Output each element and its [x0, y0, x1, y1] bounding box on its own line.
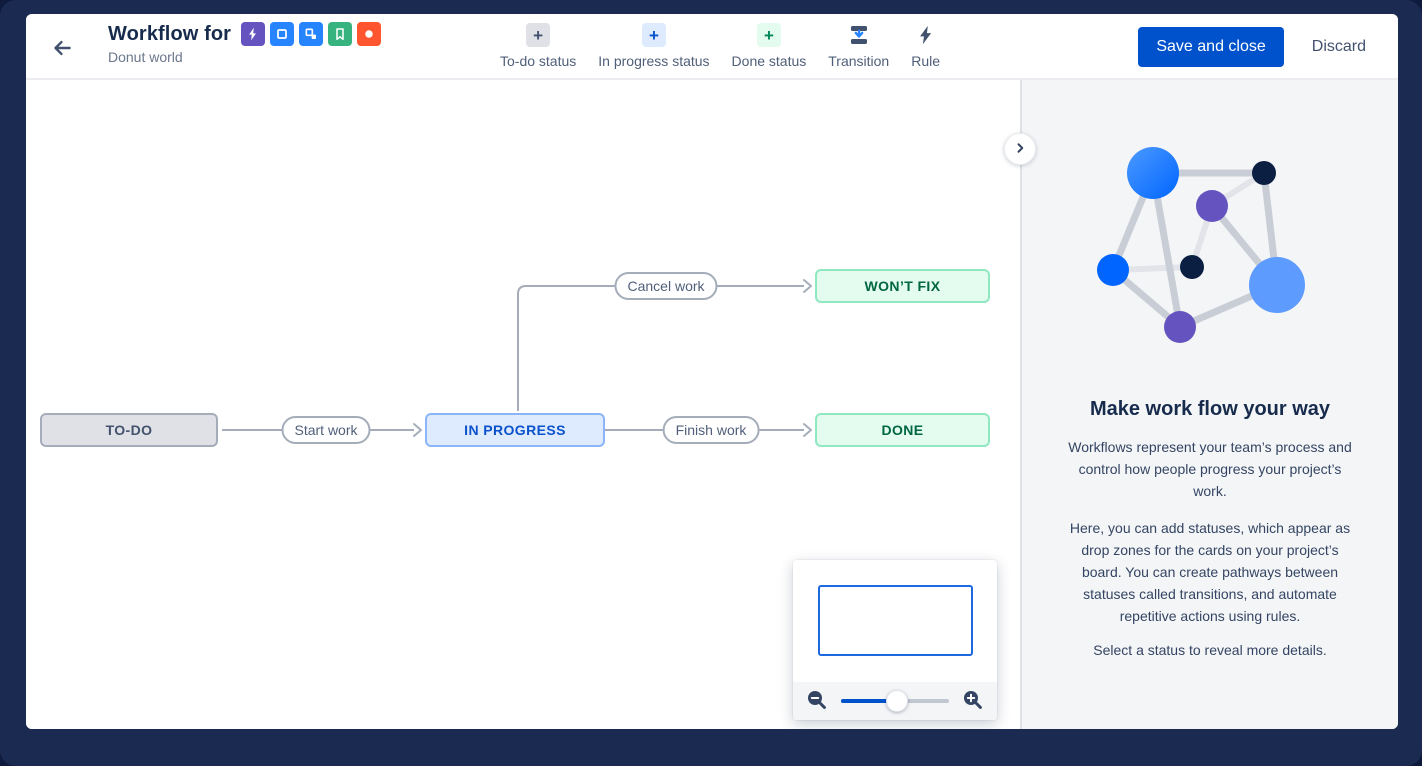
tool-label: Rule [911, 53, 941, 69]
minimap-viewport[interactable] [818, 585, 973, 656]
add-todo-status-button[interactable]: + To-do status [500, 23, 576, 69]
zoom-in-button[interactable] [962, 689, 984, 714]
filled-circle-icon [357, 22, 382, 46]
magnifier-plus-icon [962, 689, 984, 714]
plus-icon: + [641, 23, 666, 47]
panel-heading: Make work flow your way [1089, 398, 1331, 420]
zoom-slider-thumb[interactable] [886, 690, 909, 712]
add-done-status-button[interactable]: + Done status [731, 23, 807, 69]
zoom-controls [793, 682, 997, 720]
transition-label-finish-work[interactable]: Finish work [662, 416, 760, 444]
plus-icon: + [526, 23, 551, 47]
save-and-close-button[interactable]: Save and close [1138, 27, 1284, 67]
subtasks-icon [299, 22, 324, 46]
panel-paragraph-3: Select a status to reveal more details. [1093, 642, 1327, 658]
info-panel: Make work flow your way Workflows repres… [1020, 80, 1398, 729]
tool-label: Done status [731, 53, 807, 69]
transition-icon [847, 23, 871, 47]
title-block: Workflow for [108, 22, 382, 65]
status-node-todo[interactable]: TO-DO [40, 413, 218, 447]
add-rule-button[interactable]: Rule [911, 23, 940, 69]
plus-icon: + [756, 23, 781, 47]
zoom-slider-fill [841, 699, 898, 703]
magnifier-minus-icon [806, 689, 828, 714]
status-node-in-progress[interactable]: IN PROGRESS [425, 413, 605, 447]
lightning-bolt-icon [241, 22, 266, 46]
panel-paragraph-1: Workflows represent your team’s process … [1068, 439, 1352, 499]
tool-label: In progress status [598, 53, 710, 69]
transition-label-cancel-work[interactable]: Cancel work [614, 272, 718, 300]
status-node-wont-fix[interactable]: WON’T FIX [815, 269, 990, 303]
workflow-canvas[interactable]: TO-DO IN PROGRESS DONE WON’T FIX Start w… [26, 80, 1020, 729]
tool-label: Transition [828, 53, 890, 69]
back-button[interactable] [48, 35, 76, 63]
tool-label: To-do status [500, 53, 577, 69]
rule-lightning-icon [914, 23, 938, 47]
panel-paragraph-2: Here, you can add statuses, which appear… [1069, 520, 1351, 624]
status-node-done[interactable]: DONE [815, 413, 990, 447]
zoom-out-button[interactable] [806, 689, 828, 714]
minimap [793, 560, 997, 720]
add-transition-button[interactable]: Transition [828, 23, 889, 69]
workflow-editor-window: Workflow for [26, 14, 1398, 729]
add-in-progress-status-button[interactable]: + In progress status [598, 23, 710, 69]
page-title: Workflow for [108, 22, 232, 45]
editor-toolbar: + To-do status + In progress status + Do… [500, 23, 940, 69]
square-outline-icon [270, 22, 295, 46]
editor-header: Workflow for [26, 14, 1398, 80]
header-actions: Save and close Discard [1138, 27, 1366, 67]
panel-collapse-button[interactable] [1004, 133, 1036, 165]
chevron-right-icon [1011, 139, 1029, 160]
network-graph-illustration [1097, 147, 1305, 343]
arrow-left-icon [49, 35, 75, 64]
project-name: Donut world [108, 49, 183, 65]
discard-button[interactable]: Discard [1311, 38, 1366, 55]
issue-type-icon-row [241, 22, 382, 46]
transition-label-start-work[interactable]: Start work [281, 416, 371, 444]
bookmark-icon [328, 22, 353, 46]
editor-body: TO-DO IN PROGRESS DONE WON’T FIX Start w… [26, 80, 1398, 729]
zoom-slider[interactable] [841, 690, 949, 712]
